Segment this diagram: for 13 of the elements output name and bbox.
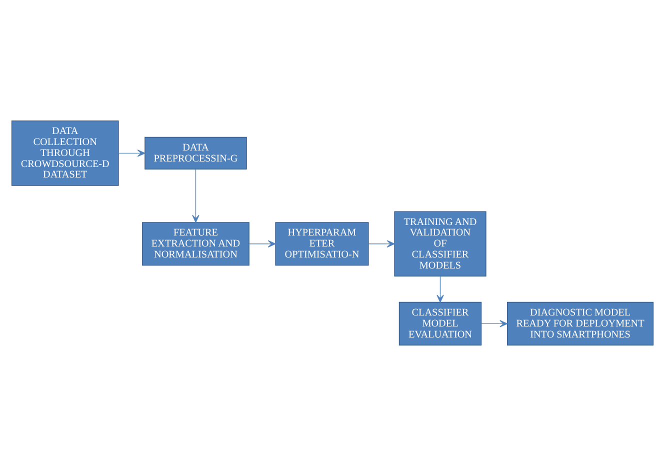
node-box: TRAINING AND VALIDATION OF CLASSIFIER MODELS (394, 210, 486, 276)
node-box: HYPERPARAM ETER OPTIMISATIO-N (275, 222, 369, 266)
node-box: DATA COLLECTION THROUGH CROWDSOURCE-D DATASET (11, 120, 119, 186)
arrow (192, 168, 200, 222)
arrow (436, 275, 444, 302)
node-box: FEATURE EXTRACTION AND NORMALISATION (142, 222, 250, 266)
arrow (480, 320, 508, 327)
arrow (368, 240, 395, 248)
arrow (248, 240, 276, 248)
node-box: DATA PREPROCESSIN-G (144, 136, 247, 170)
arrow (118, 149, 146, 156)
node-box: CLASSIFIER MODEL EVALUATION (398, 301, 482, 345)
node-box: DIAGNOSTIC MODEL READY FOR DEPLOYMENT INTO SMARTPHONES (507, 301, 654, 345)
